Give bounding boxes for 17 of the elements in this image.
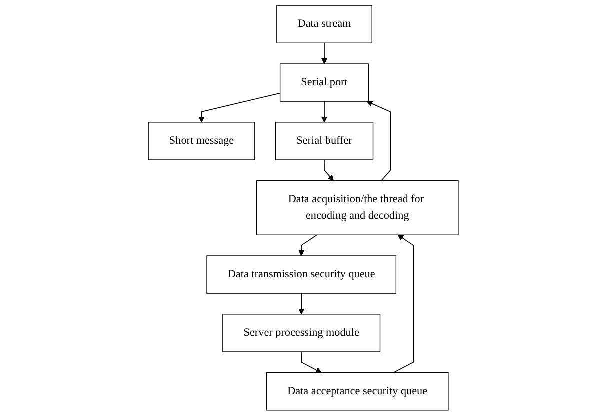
arrow <box>199 92 282 123</box>
node-box: Data acquisition/the thread for encoding and decoding <box>256 180 460 236</box>
node-box: Serial buffer <box>276 122 374 160</box>
arrow <box>322 42 328 64</box>
node-box: Short message <box>148 122 256 160</box>
arrow <box>302 352 322 374</box>
node-box: Data transmission security queue <box>207 256 398 294</box>
node-box: Data acceptance security queue <box>266 372 450 411</box>
arrow <box>299 293 306 315</box>
arrow <box>324 160 334 182</box>
arrow <box>299 234 318 256</box>
arrow <box>367 100 392 182</box>
node-box: Data stream <box>277 5 373 44</box>
node-box: Server processing module <box>223 314 382 352</box>
arrow <box>322 101 328 123</box>
arrow <box>394 234 414 374</box>
node-box: Serial port <box>280 64 370 102</box>
